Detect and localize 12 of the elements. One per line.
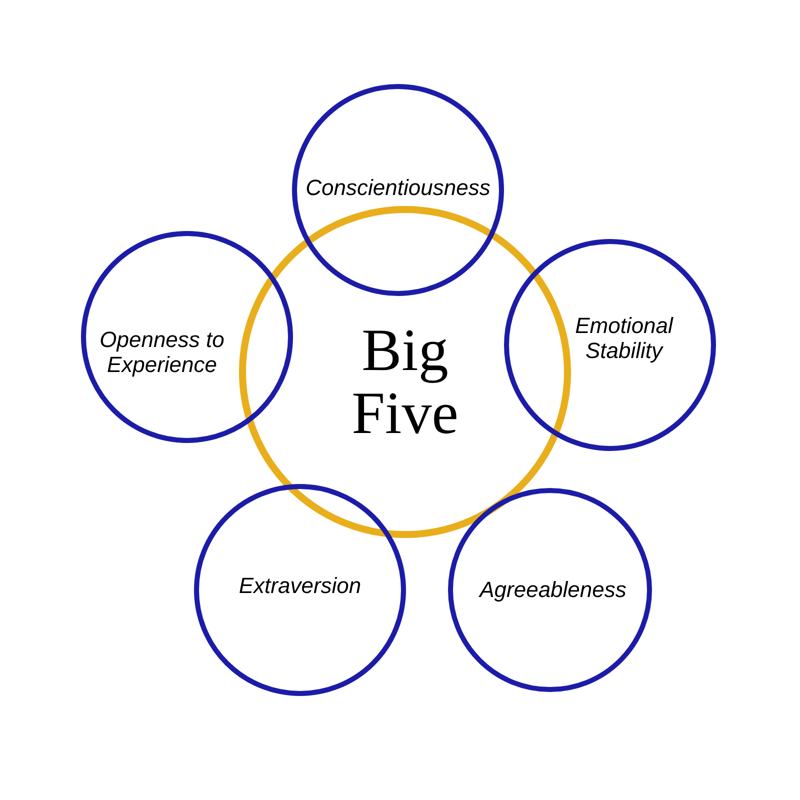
category-label: Openness to Experience	[98, 326, 226, 378]
category-label: Conscientiousness	[304, 175, 492, 201]
category-circle	[292, 84, 504, 296]
category-circle	[194, 484, 406, 696]
center-label: Big Five	[350, 319, 460, 445]
category-circle	[448, 488, 652, 692]
category-label: Extraversion	[238, 573, 362, 599]
center-circle	[239, 206, 571, 538]
category-label: Agreeableness	[478, 577, 628, 603]
category-circle	[504, 239, 716, 451]
category-circle	[81, 231, 293, 443]
category-label: Emotional Stability	[574, 312, 674, 364]
